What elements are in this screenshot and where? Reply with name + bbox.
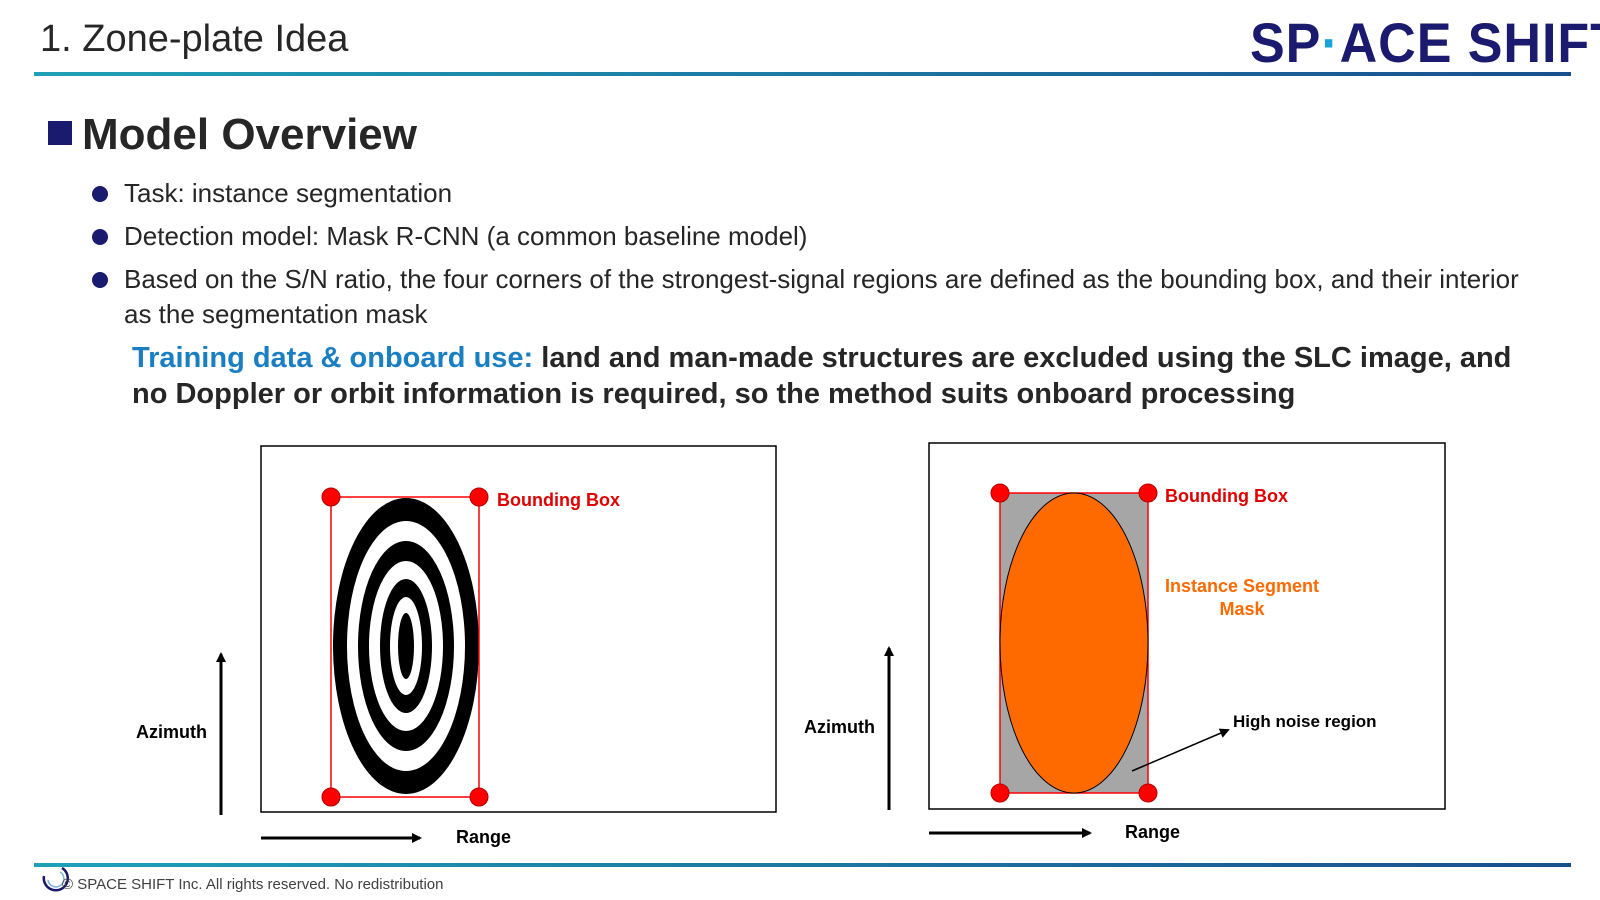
instance-mask-ellipse xyxy=(999,492,1149,794)
bullet-dot-icon xyxy=(92,229,108,245)
header-divider xyxy=(34,72,1571,76)
right-corner-bottom-right xyxy=(1138,783,1158,803)
bullet-text: Task: instance segmentation xyxy=(124,178,453,208)
slide-title: 1. Zone-plate Idea xyxy=(40,18,349,60)
zone-plate-rings xyxy=(333,498,479,794)
zone-ring-7 xyxy=(398,613,414,679)
mask-label-line2: Mask xyxy=(1219,599,1265,619)
bullet-list: Task: instance segmentation Detection mo… xyxy=(92,176,1532,340)
right-range-label: Range xyxy=(1125,822,1180,842)
training-note-text: land and man-made structures are exclude… xyxy=(132,342,1512,410)
footer-copyright: © SPACE SHIFT Inc. All rights reserved. … xyxy=(62,876,444,893)
training-note: Training data & onboard use: land and ma… xyxy=(132,340,1552,412)
footer-divider xyxy=(34,863,1571,867)
section-heading-text: Model Overview xyxy=(82,110,418,159)
bullet-dot-icon xyxy=(92,272,108,288)
noise-label: High noise region xyxy=(1233,712,1377,731)
footer-swirl-icon xyxy=(42,866,69,892)
right-corner-bottom-left xyxy=(990,783,1010,803)
left-corner-top-left xyxy=(321,487,341,507)
left-bbox-label: Bounding Box xyxy=(497,490,620,510)
bullet-item: Task: instance segmentation xyxy=(92,176,1532,211)
bullet-text: Based on the S/N ratio, the four corners… xyxy=(124,264,1519,329)
section-square-icon xyxy=(48,121,72,145)
right-bbox-label: Bounding Box xyxy=(1165,486,1288,506)
section-heading: Model Overview xyxy=(48,110,417,160)
noise-pointer-arrow xyxy=(1131,728,1230,772)
bullet-item: Detection model: Mask R-CNN (a common ba… xyxy=(92,219,1532,254)
left-bounding-box xyxy=(330,496,480,798)
left-range-label: Range xyxy=(456,827,511,847)
left-corner-top-right xyxy=(469,487,489,507)
logo-dot: · xyxy=(1321,11,1340,74)
right-azimuth-label: Azimuth xyxy=(804,717,875,737)
right-corner-top-left xyxy=(990,483,1010,503)
space-shift-logo: SP·ACE SHIFT xyxy=(1250,10,1600,75)
bullet-item: Based on the S/N ratio, the four corners… xyxy=(92,262,1532,332)
bullet-dot-icon xyxy=(92,186,108,202)
right-corner-top-right xyxy=(1138,483,1158,503)
left-azimuth-label: Azimuth xyxy=(136,722,207,742)
logo-text-end: ACE SHIFT xyxy=(1339,11,1600,74)
training-note-key: Training data & onboard use: xyxy=(132,342,534,374)
logo-text-start: SP xyxy=(1250,11,1322,74)
left-corner-bottom-left xyxy=(321,787,341,807)
bullet-text: Detection model: Mask R-CNN (a common ba… xyxy=(124,221,808,251)
segmentation-figure: Bounding Box Instance Segment Mask High … xyxy=(804,442,1446,842)
mask-label-line1: Instance Segment xyxy=(1165,576,1319,596)
zone-plate-figure: Bounding Box Azimuth Range xyxy=(136,445,777,847)
left-corner-bottom-right xyxy=(469,787,489,807)
